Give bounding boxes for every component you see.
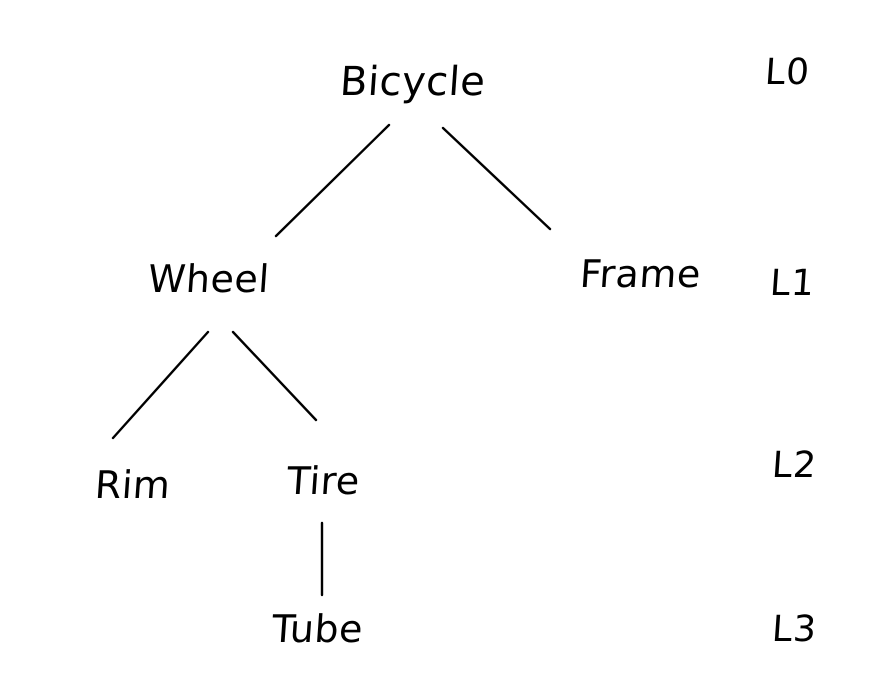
node-wheel: Wheel (146, 257, 272, 301)
node-bicycle: Bicycle (338, 59, 488, 105)
edge-bicycle-wheel (274, 123, 391, 238)
node-tube: Tube (270, 607, 365, 651)
edge-wheel-rim (111, 330, 210, 440)
level-label-l3: L3 (770, 609, 819, 650)
level-label-l1: L1 (768, 263, 817, 304)
level-label-l2: L2 (770, 445, 819, 486)
edge-wheel-tire (231, 330, 318, 422)
node-rim: Rim (93, 463, 173, 507)
edge-bicycle-frame (441, 126, 552, 231)
level-label-l0: L0 (763, 52, 812, 93)
node-frame: Frame (578, 252, 703, 296)
node-tire: Tire (285, 459, 362, 503)
